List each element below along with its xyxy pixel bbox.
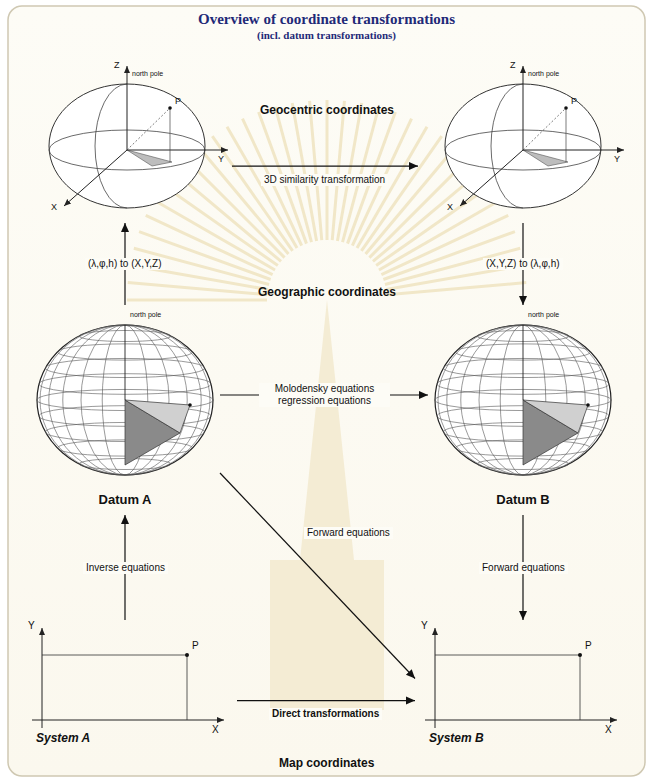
axis-label: Y xyxy=(421,620,428,632)
system-name: System A xyxy=(36,732,90,746)
map-coordinate-system: Y P X System A xyxy=(22,620,237,750)
datum-name: Datum A xyxy=(30,493,220,508)
system-name: System B xyxy=(429,732,484,746)
section-heading: Geocentric coordinates xyxy=(260,103,394,117)
pole-label: north pole xyxy=(130,311,161,319)
geocentric-globe: Znorth poleP Y X xyxy=(418,58,628,223)
axis-label: Y xyxy=(28,620,35,632)
pole-label: north pole xyxy=(132,70,163,78)
axis-label: Y xyxy=(614,154,620,164)
axis-label: X xyxy=(51,202,57,212)
axis-label: X xyxy=(212,724,219,736)
edge-label: (X,Y,Z) to (λ,φ,h) xyxy=(483,258,563,270)
axis-label: Z xyxy=(114,60,120,70)
pole-label: north pole xyxy=(528,70,559,78)
point-label: P xyxy=(192,640,199,652)
axis-label: X xyxy=(447,202,453,212)
datum-ellipsoid: north poleDatum A xyxy=(30,305,220,515)
axis-label: X xyxy=(605,724,612,736)
edge-label: (λ,φ,h) to (X,Y,Z) xyxy=(85,258,165,270)
edge-label: 3D similarity transformation xyxy=(261,174,388,186)
section-heading: Geographic coordinates xyxy=(258,285,396,299)
edge-label: Forward equations xyxy=(479,562,568,574)
datum-ellipsoid: north poleDatum B xyxy=(428,305,618,515)
diagram-title: Overview of coordinate transformations xyxy=(198,10,455,28)
edge-label: Forward equations xyxy=(304,527,393,539)
point-label: P xyxy=(175,96,181,106)
datum-name: Datum B xyxy=(428,493,618,508)
point-label: P xyxy=(571,96,577,106)
transformation-arrow xyxy=(220,473,415,679)
transformation-arrow xyxy=(232,165,418,166)
edge-label: Inverse equations xyxy=(83,562,168,574)
axis-label: Y xyxy=(218,154,224,164)
subtitle: (incl. datum transformations) xyxy=(257,29,396,42)
transformation-arrow xyxy=(237,700,415,701)
pole-label: north pole xyxy=(528,311,559,319)
section-heading: Map coordinates xyxy=(279,756,374,770)
edge-label: Direct transformations xyxy=(269,708,382,720)
map-coordinate-system: Y P X System B xyxy=(415,620,630,750)
edge-label: Molodensky equations regression equation… xyxy=(259,383,390,407)
axis-label: Z xyxy=(510,60,516,70)
point-label: P xyxy=(585,640,592,652)
geocentric-globe: Znorth poleP Y X xyxy=(22,58,232,223)
